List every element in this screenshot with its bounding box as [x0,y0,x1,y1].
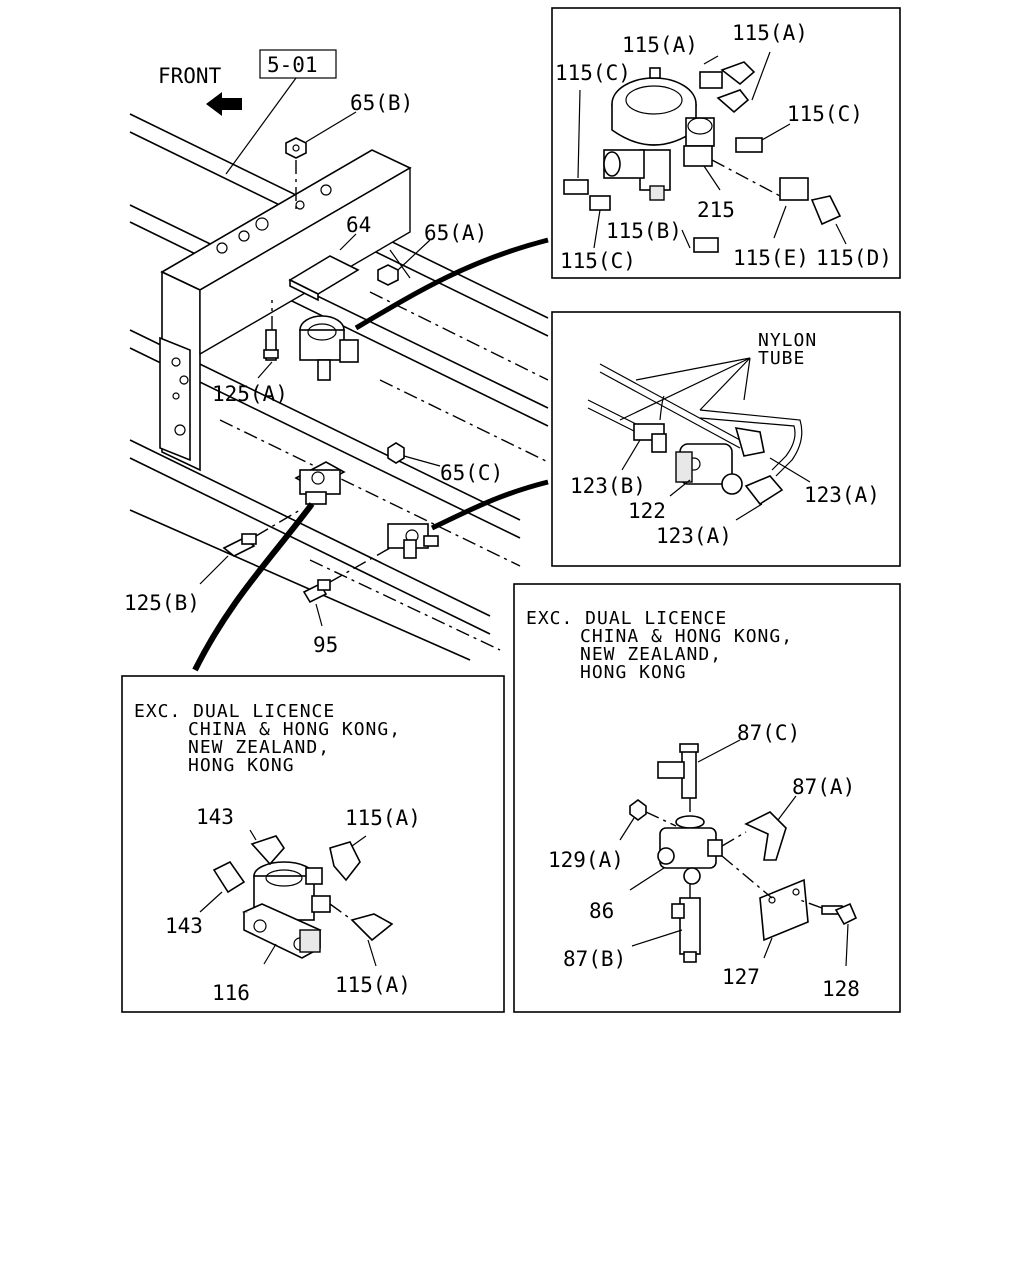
label-valve-215: 215 [697,198,735,222]
left-note-line1: EXC. DUAL LICENCE [134,701,335,722]
bracket-valve-center [387,523,439,559]
left-note-line4: HONG KONG [188,755,295,776]
label-valve-115b: 115(B) [606,219,682,243]
nut-129a [619,799,677,841]
label-95: 95 [313,633,338,657]
label-65a: 65(A) [424,221,487,245]
fitting-87a [721,795,797,861]
front-label: FRONT [158,64,222,88]
fitting-115c-left [563,89,589,195]
section-ref-leader [225,77,297,175]
label-right-128: 128 [822,977,860,1001]
label-valve-115d: 115(D) [816,246,892,270]
nut-65a [377,239,431,286]
detail-right-panel: EXC. DUAL LICENCE CHINA & HONG KONG, NEW… [513,583,901,1013]
label-right-127: 127 [722,965,760,989]
section-ref-box [259,49,337,79]
nut-65b [285,111,357,210]
label-valve-115a-1: 115(A) [622,33,698,57]
fitting-115a-top [699,55,723,89]
label-left-143-1: 143 [196,805,234,829]
label-nylon-122: 122 [628,499,666,523]
fitting-115c-mid [589,195,611,249]
label-right-87c: 87(C) [737,721,800,745]
fitting-143-top [249,829,286,866]
label-left-116: 116 [212,981,250,1005]
label-65b: 65(B) [350,91,413,115]
label-right-86: 86 [589,899,614,923]
cross-member [159,149,412,472]
label-125b: 125(B) [124,591,200,615]
label-right-129a: 129(A) [548,848,624,872]
label-valve-115a-2: 115(A) [732,21,808,45]
fitting-115a-lower [329,903,394,967]
fitting-115c-right [735,123,791,153]
label-left-115a-2: 115(A) [335,973,411,997]
fitting-87b [631,884,701,963]
fitting-123a-top [734,427,811,483]
fitting-123a-bottom [735,475,784,521]
label-left-115a-1: 115(A) [345,806,421,830]
detail-left-frame [121,675,505,1013]
callout-leader-valve [354,237,549,331]
label-right-87a: 87(A) [792,775,855,799]
right-note-line1: EXC. DUAL LICENCE [526,608,727,629]
detail-nylon-panel: NYLON TUBE [551,311,901,567]
bolt-125a [257,300,279,379]
detail-nylon-frame [551,311,901,567]
fitting-115a-elbow [716,51,771,114]
callout-leader-nylon [430,479,549,531]
valve-main [299,315,359,381]
nylon-title-line2: TUBE [758,348,805,369]
valve-116 [242,861,331,965]
label-65c: 65(C) [440,461,503,485]
bolt-128 [799,899,858,967]
detail-left-panel: EXC. DUAL LICENCE CHINA & HONG KONG, NEW… [121,675,505,1013]
plate-127 [721,855,809,959]
right-note-line2: CHINA & HONG KONG, [580,626,793,647]
label-valve-115c-1: 115(C) [555,61,631,85]
label-nylon-123a-2: 123(A) [656,524,732,548]
section-ref-label: 5-01 [267,53,318,77]
valve-215 [603,67,715,201]
bolt-125b [199,509,301,585]
callout-leader-left [192,502,315,672]
main-view: FRONT 5-01 [124,49,549,672]
fitting-115d [810,195,847,245]
bracket-64 [288,233,360,302]
fitting-123b [621,423,667,471]
valve-122 [669,443,743,497]
nylon-tubes [587,363,803,477]
relay-valve-lower [294,461,346,505]
detail-valve-frame [551,7,901,279]
left-note-line3: NEW ZEALAND, [188,737,330,758]
label-125a: 125(A) [212,382,288,406]
label-left-143-2: 143 [165,914,203,938]
label-nylon-123b: 123(B) [570,474,646,498]
fitting-115b [681,229,719,253]
left-note-line2: CHINA & HONG KONG, [188,719,401,740]
right-note-line4: HONG KONG [580,662,687,683]
detail-right-frame [513,583,901,1013]
detail-valve-panel: 115(A) 115(A) 115(C) 115(C) 215 115(B) 1… [551,7,901,279]
label-valve-115c-2: 115(C) [787,102,863,126]
label-64: 64 [346,213,371,237]
fitting-143-left [199,860,246,913]
label-nylon-123a-1: 123(A) [804,483,880,507]
fitting-115e [773,177,809,239]
front-arrow-icon [206,92,242,116]
fitting-87c [657,739,741,816]
fitting-115a-upper [329,835,367,882]
bolt-95 [302,547,391,627]
nut-65c [387,442,441,467]
valve-86 [629,815,723,891]
label-valve-115e: 115(E) [733,246,809,270]
label-valve-115c-3: 115(C) [560,249,636,273]
label-right-87b: 87(B) [563,947,626,971]
right-note-line3: NEW ZEALAND, [580,644,722,665]
nylon-title-line1: NYLON [758,330,817,351]
valve-connection-dash [711,159,781,197]
